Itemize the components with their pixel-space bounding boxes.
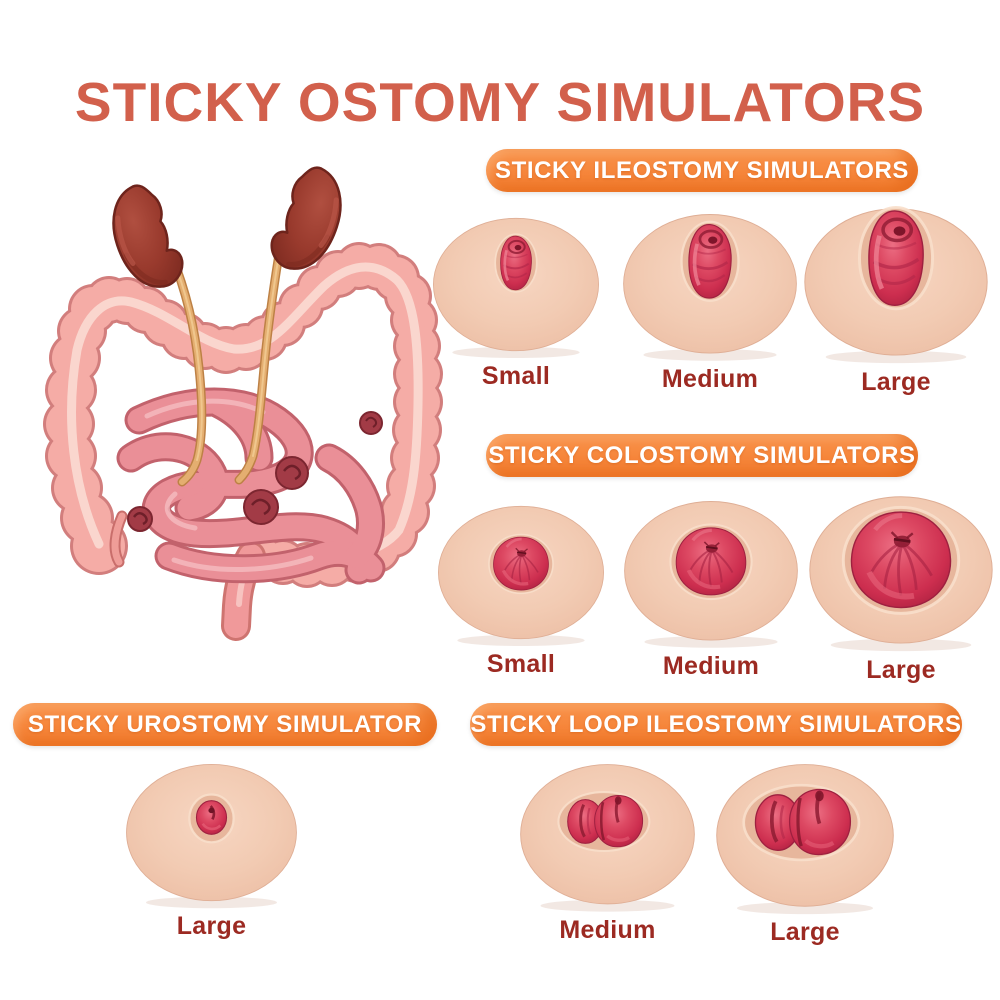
stoma-graphic (493, 232, 539, 294)
simulator-ileostomy-large: Large (801, 204, 991, 397)
header-label-colostomy: STICKY COLOSTOMY SIMULATORS (488, 441, 916, 469)
intestines-kidneys-illustration (43, 166, 443, 641)
section-header-pill-loop-ileostomy: STICKY LOOP ILEOSTOMY SIMULATORS (470, 703, 962, 746)
size-label: Medium (661, 365, 759, 393)
section-header-pill-colostomy: STICKY COLOSTOMY SIMULATORS (486, 434, 918, 477)
size-label: Large (866, 655, 936, 684)
simulator-loop-ileostomy-medium: Medium (517, 760, 698, 945)
appendix-graphic (109, 510, 128, 568)
stoma-graphic (487, 532, 555, 595)
kidney-right (270, 166, 342, 270)
skin-disc (433, 217, 599, 359)
stoma-graphic (679, 219, 741, 303)
kidney-left (112, 184, 184, 288)
size-label: Medium (559, 915, 656, 944)
simulator-ileostomy-medium: Medium (620, 210, 800, 394)
simulator-colostomy-small: Small (435, 502, 607, 679)
skin-disc (624, 501, 798, 649)
size-label: Large (176, 912, 247, 941)
size-label: Small (486, 650, 556, 679)
stoma-graphic (859, 207, 932, 308)
skin-disc (438, 505, 604, 647)
skin-disc (623, 214, 797, 362)
section-header-pill-ileostomy: STICKY ILEOSTOMY SIMULATORS (486, 149, 918, 192)
stoma-graphic (670, 525, 751, 600)
simulator-loop-ileostomy-large: Large (713, 760, 897, 947)
simulator-colostomy-large: Large (806, 492, 996, 685)
simulator-urostomy-large: Large (123, 760, 300, 941)
small-intestine-graphic (116, 387, 386, 585)
skin-disc (126, 763, 297, 909)
stoma-sites-graphic (127, 411, 383, 532)
ureters-graphic (166, 237, 286, 487)
header-label-loop-ileostomy: STICKY LOOP ILEOSTOMY SIMULATORS (470, 710, 962, 738)
skin-disc (520, 764, 695, 913)
stoma-graphic (744, 785, 859, 860)
simulator-ileostomy-small: Small (430, 214, 602, 391)
size-label: Large (861, 367, 931, 396)
stoma-graphic (556, 790, 652, 853)
section-header-pill-urostomy: STICKY UROSTOMY SIMULATOR (13, 703, 437, 746)
skin-disc (809, 496, 993, 652)
skin-disc (716, 764, 894, 915)
size-label: Small (481, 362, 551, 391)
skin-disc (804, 204, 988, 364)
simulator-colostomy-medium: Medium (621, 497, 801, 681)
size-label: Medium (662, 652, 760, 680)
stoma-graphic (843, 507, 958, 613)
stoma-graphic (188, 793, 235, 844)
size-label: Large (770, 918, 840, 947)
header-label-ileostomy: STICKY ILEOSTOMY SIMULATORS (494, 156, 910, 184)
page-title: STICKY OSTOMY SIMULATORS (74, 70, 926, 133)
header-label-urostomy: STICKY UROSTOMY SIMULATOR (27, 710, 423, 738)
